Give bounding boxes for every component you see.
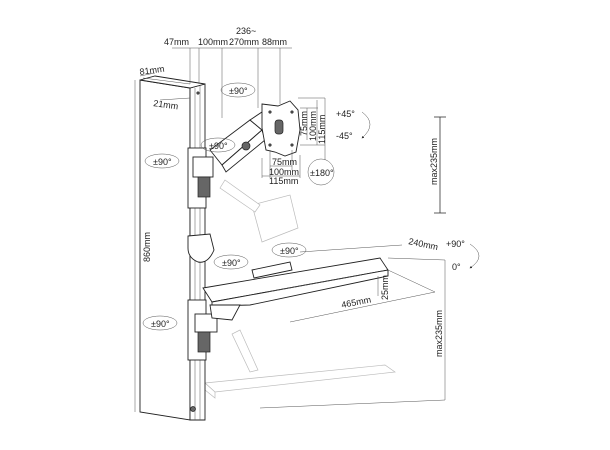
label-vesa-v-75: 75mm [299,111,309,136]
label-vesa-h-75: 75mm [272,157,297,167]
label-vesa-v-115: 115mm [317,115,327,144]
label-arm-offset-2: 100mm [198,37,228,47]
label-monitor-swivel: ±90° [229,86,248,96]
label-keyboard-height: max235mm [434,310,444,357]
label-arm-offset-1: 47mm [164,37,189,47]
label-vesa-h-100: 100mm [269,167,299,177]
label-vesa-v-100: 100mm [308,111,318,141]
rotation-arcs [142,82,480,331]
label-arm-offset-3: 88mm [262,37,287,47]
label-pole-clamp-bottom: ±90° [151,319,170,329]
upper-clamp [187,147,214,209]
dimension-lines [134,47,446,412]
label-tray-tilt-zero: 0° [452,262,461,272]
label-tilt-up: +45° [336,109,355,119]
ghost-keyboard-tray [204,329,396,399]
label-arm-reach-2: 270mm [229,37,259,47]
label-tray-width: 465mm [340,294,371,310]
label-tray-thickness: 25mm [380,275,390,300]
label-pole-depth: 81mm [139,64,165,77]
lower-clamp [187,299,218,361]
cable-hook [187,233,215,263]
label-tilt-down: -45° [336,131,353,141]
ghost-monitor-plate [219,179,299,243]
label-pole-height: 860mm [142,232,152,262]
label-monitor-height: max235mm [429,138,439,185]
vesa-plate [261,100,301,157]
rotation-labels: ±90° ±90° ±90° ±90° ±90° ±90° ±180° +45°… [151,86,465,329]
label-tray-swivel: ±90° [280,246,299,256]
label-vesa-h-115: 115mm [269,176,298,186]
label-pole-width: 21mm [153,98,179,111]
label-arm-reach-1: 236~ [236,26,256,36]
label-tray-tilt-up: +90° [446,239,465,249]
label-monitor-rotate: ±180° [310,168,334,178]
label-arm-swivel: ±90° [209,141,228,151]
label-tray-depth: 240mm [408,236,439,252]
label-tray-arm-swivel: ±90° [222,258,241,268]
label-pole-clamp-top: ±90° [153,157,172,167]
